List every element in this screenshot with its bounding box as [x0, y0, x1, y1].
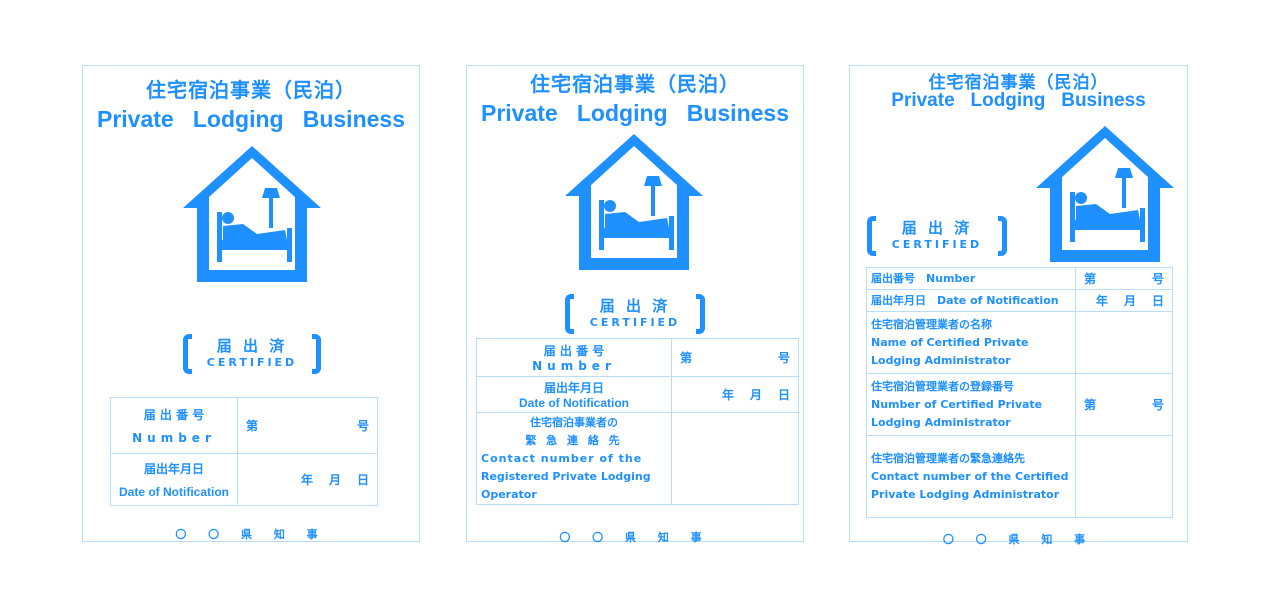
- unit-go: 号: [777, 351, 790, 365]
- unit-month: 月: [1123, 294, 1136, 308]
- unit-month: 月: [749, 388, 762, 402]
- unit-dai: 第: [246, 419, 259, 433]
- admin-reg-en: Number of Certified Private Lodging Admi…: [871, 397, 1043, 429]
- unit-dai: 第: [680, 351, 693, 365]
- unit-go: 号: [1151, 398, 1164, 412]
- unit-day: 日: [777, 388, 790, 402]
- admin-reg-jp: 住宅宿泊管理業者の登録番号: [871, 379, 1014, 393]
- unit-dai: 第: [1084, 272, 1097, 286]
- unit-go: 号: [356, 419, 369, 433]
- unit-year: 年: [300, 473, 313, 487]
- date-label-en: Date of Notification: [519, 396, 629, 410]
- footer-governor: 〇 〇 県 知 事: [175, 528, 327, 541]
- unit-year: 年: [1095, 294, 1108, 308]
- unit-year: 年: [721, 388, 734, 402]
- admin-name-jp: 住宅宿泊管理業者の名称: [871, 317, 992, 331]
- footer-governor: 〇 〇 県 知 事: [942, 533, 1095, 546]
- certified-jp: 届 出 済: [901, 219, 973, 237]
- sign-with-administrator: 住宅宿泊事業（民泊） Private Lodging Business 届 出 …: [849, 65, 1188, 546]
- title-en: Private Lodging Business: [480, 100, 789, 126]
- unit-day: 日: [356, 473, 369, 487]
- house-with-bed-icon: [563, 130, 705, 272]
- title-jp: 住宅宿泊事業（民泊）: [530, 72, 740, 96]
- house-with-bed-icon: [179, 142, 325, 284]
- certified-en: CERTIFIED: [589, 316, 681, 329]
- number-label-jp: 届 出 番 号: [143, 408, 205, 422]
- number-label-jp: 届 出 番 号: [543, 344, 605, 358]
- operator-contact-en-1: Contact number of the: [481, 451, 643, 465]
- house-with-bed-icon: [1034, 122, 1176, 264]
- certified-jp: 届 出 済: [216, 337, 288, 355]
- certified-en: CERTIFIED: [206, 356, 298, 369]
- info-table: 届出番号 Number 第号 届出年月日 Date of Notificatio…: [866, 267, 1173, 518]
- operator-contact-jp-1: 住宅宿泊事業者の: [530, 415, 618, 429]
- title-en: Private Lodging Business: [891, 90, 1146, 111]
- title-en: Private Lodging Business: [96, 106, 405, 132]
- number-label: 届出番号 Number: [866, 267, 1076, 290]
- date-label-jp: 届出年月日: [543, 381, 604, 395]
- certified-badge: 届 出 済 CERTIFIED: [565, 294, 705, 334]
- operator-contact-jp-2: 緊 急 連 絡 先: [525, 433, 623, 447]
- certified-badge: 届 出 済 CERTIFIED: [867, 216, 1007, 256]
- date-label-jp: 届出年月日: [871, 293, 926, 307]
- certified-badge: 届 出 済 CERTIFIED: [183, 334, 321, 374]
- info-table: 届 出 番 号 Number 第 号 届出年月日 Date of Notifica…: [476, 338, 799, 505]
- date-label-en: Date of Notification: [937, 293, 1059, 307]
- footer-governor: 〇 〇 県 知 事: [559, 531, 711, 544]
- unit-month: 月: [328, 473, 341, 487]
- unit-day: 日: [1151, 294, 1164, 308]
- operator-contact-en-2: Registered Private Lodging: [481, 469, 651, 483]
- admin-contact-jp: 住宅宿泊管理業者の緊急連絡先: [871, 451, 1025, 465]
- sign-basic: 住宅宿泊事業（民泊） Private Lodging Business 届 出 …: [82, 65, 420, 542]
- number-label-en: Number: [132, 431, 216, 445]
- operator-contact-en-3: Operator: [481, 487, 537, 501]
- number-label-en: Number: [532, 359, 616, 373]
- admin-name-en: Name of Certified Private Lodging Admini…: [871, 335, 1029, 367]
- unit-dai: 第: [1084, 398, 1097, 412]
- date-label-en: Date of Notification: [119, 485, 229, 499]
- certified-jp: 届 出 済: [599, 297, 671, 315]
- admin-contact-en: Contact number of the Certified Private …: [871, 469, 1069, 501]
- sign-with-operator-contact: 住宅宿泊事業（民泊） Private Lodging Business 届 出 …: [466, 65, 804, 544]
- unit-go: 号: [1151, 272, 1164, 286]
- title-jp: 住宅宿泊事業（民泊）: [928, 73, 1109, 93]
- info-table: 届 出 番 号 Number 第 号 届出年月日 Date of Notifica…: [110, 397, 378, 506]
- certified-en: CERTIFIED: [891, 238, 983, 251]
- title-jp: 住宅宿泊事業（民泊）: [146, 78, 356, 102]
- date-label-jp: 届出年月日: [143, 462, 204, 476]
